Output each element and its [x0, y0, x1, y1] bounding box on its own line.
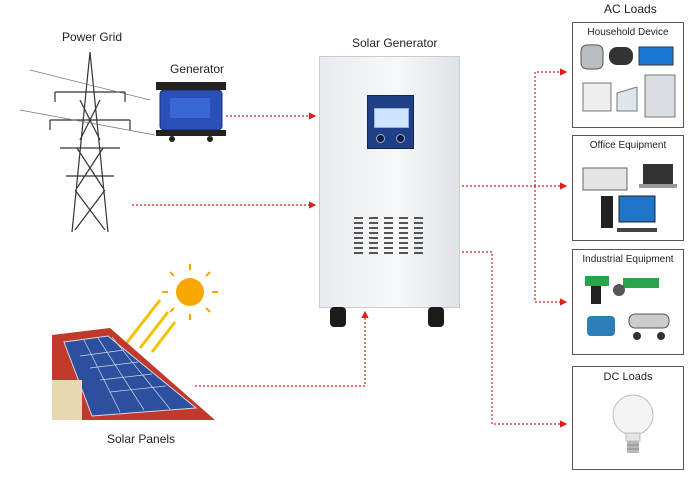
air-compressor-icon [628, 313, 670, 340]
solar-panel-roof-icon [52, 328, 215, 420]
drill-icon [585, 276, 609, 304]
lcd-display-icon [367, 95, 414, 149]
household-device-box: Household Device [572, 22, 684, 128]
generator-icon [156, 82, 226, 142]
office-equipment-box: Office Equipment [572, 135, 684, 241]
dc-loads-box: DC Loads [572, 366, 684, 470]
light-bulb-icon [612, 394, 654, 453]
industrial-tools [585, 276, 670, 340]
household-device-title: Household Device [587, 27, 669, 38]
solar-generator-cabinet [319, 56, 460, 327]
household-appliances [580, 44, 676, 118]
dc-loads-title: DC Loads [603, 371, 653, 383]
pressure-cooker-icon [580, 44, 604, 70]
connector-lines [132, 68, 568, 428]
label-solar-generator: Solar Generator [352, 36, 438, 50]
industrial-equipment-box: Industrial Equipment [572, 249, 684, 355]
printer-icon [582, 167, 628, 191]
label-solar-panels: Solar Panels [107, 432, 176, 446]
office-equipment-title: Office Equipment [589, 140, 667, 151]
motor-icon [587, 316, 615, 336]
angle-grinder-icon [613, 278, 659, 296]
refrigerator-icon [644, 74, 676, 118]
industrial-equipment-title: Industrial Equipment [582, 254, 674, 265]
wheel-right [428, 307, 444, 327]
wheel-left [330, 307, 346, 327]
transmission-tower-icon [19, 51, 156, 233]
label-power-grid: Power Grid [62, 30, 123, 44]
desktop-computer-icon [601, 195, 657, 232]
sun-icon [123, 264, 218, 353]
office-devices [582, 164, 677, 232]
vent-grille [354, 217, 425, 257]
label-ac-loads: AC Loads [604, 2, 657, 16]
label-generator: Generator [170, 62, 225, 76]
laptop-icon [639, 164, 677, 188]
